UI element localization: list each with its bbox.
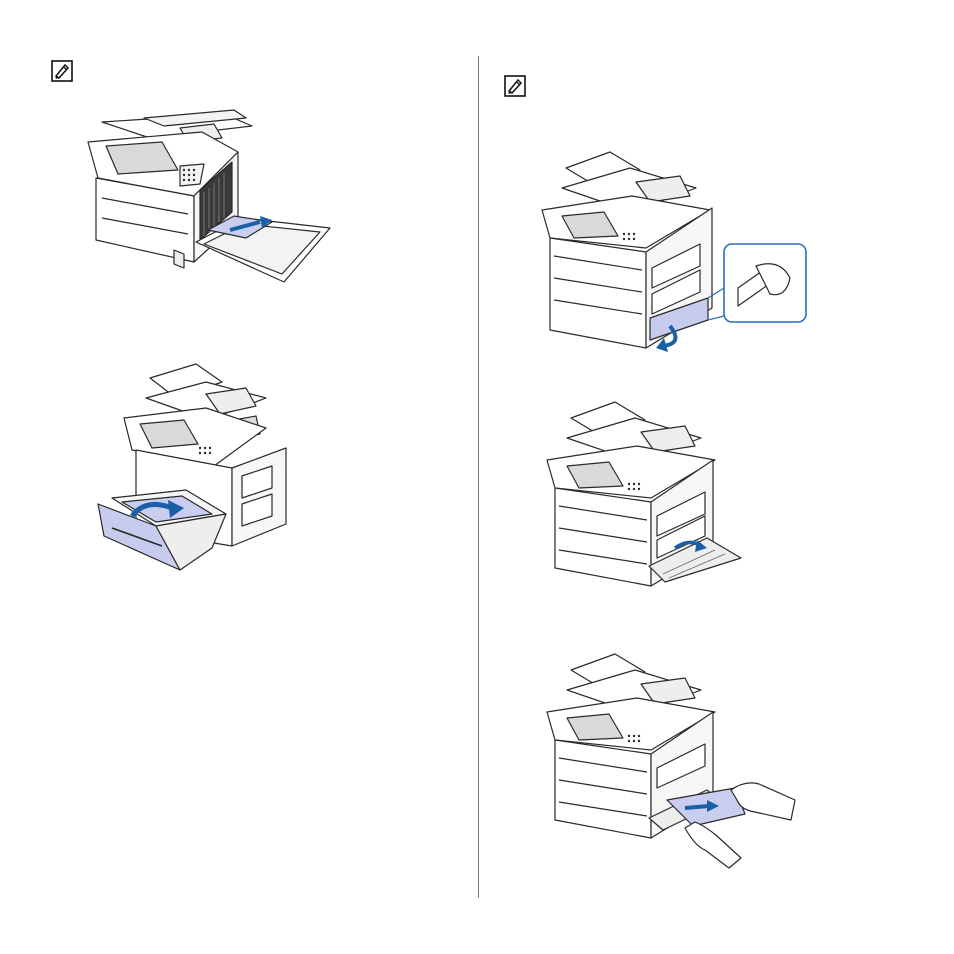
- note-pencil-icon: [51, 60, 73, 82]
- printer-rear-cover-open-figure: [84, 112, 334, 288]
- column-divider: [478, 56, 479, 898]
- printer-paper-removal-figure: [545, 650, 801, 870]
- note-pencil-icon: [504, 75, 526, 97]
- printer-side-cover-open-figure: [545, 398, 755, 590]
- printer-side-latch-figure: [540, 148, 810, 358]
- printer-tray-pulled-figure: [96, 358, 290, 578]
